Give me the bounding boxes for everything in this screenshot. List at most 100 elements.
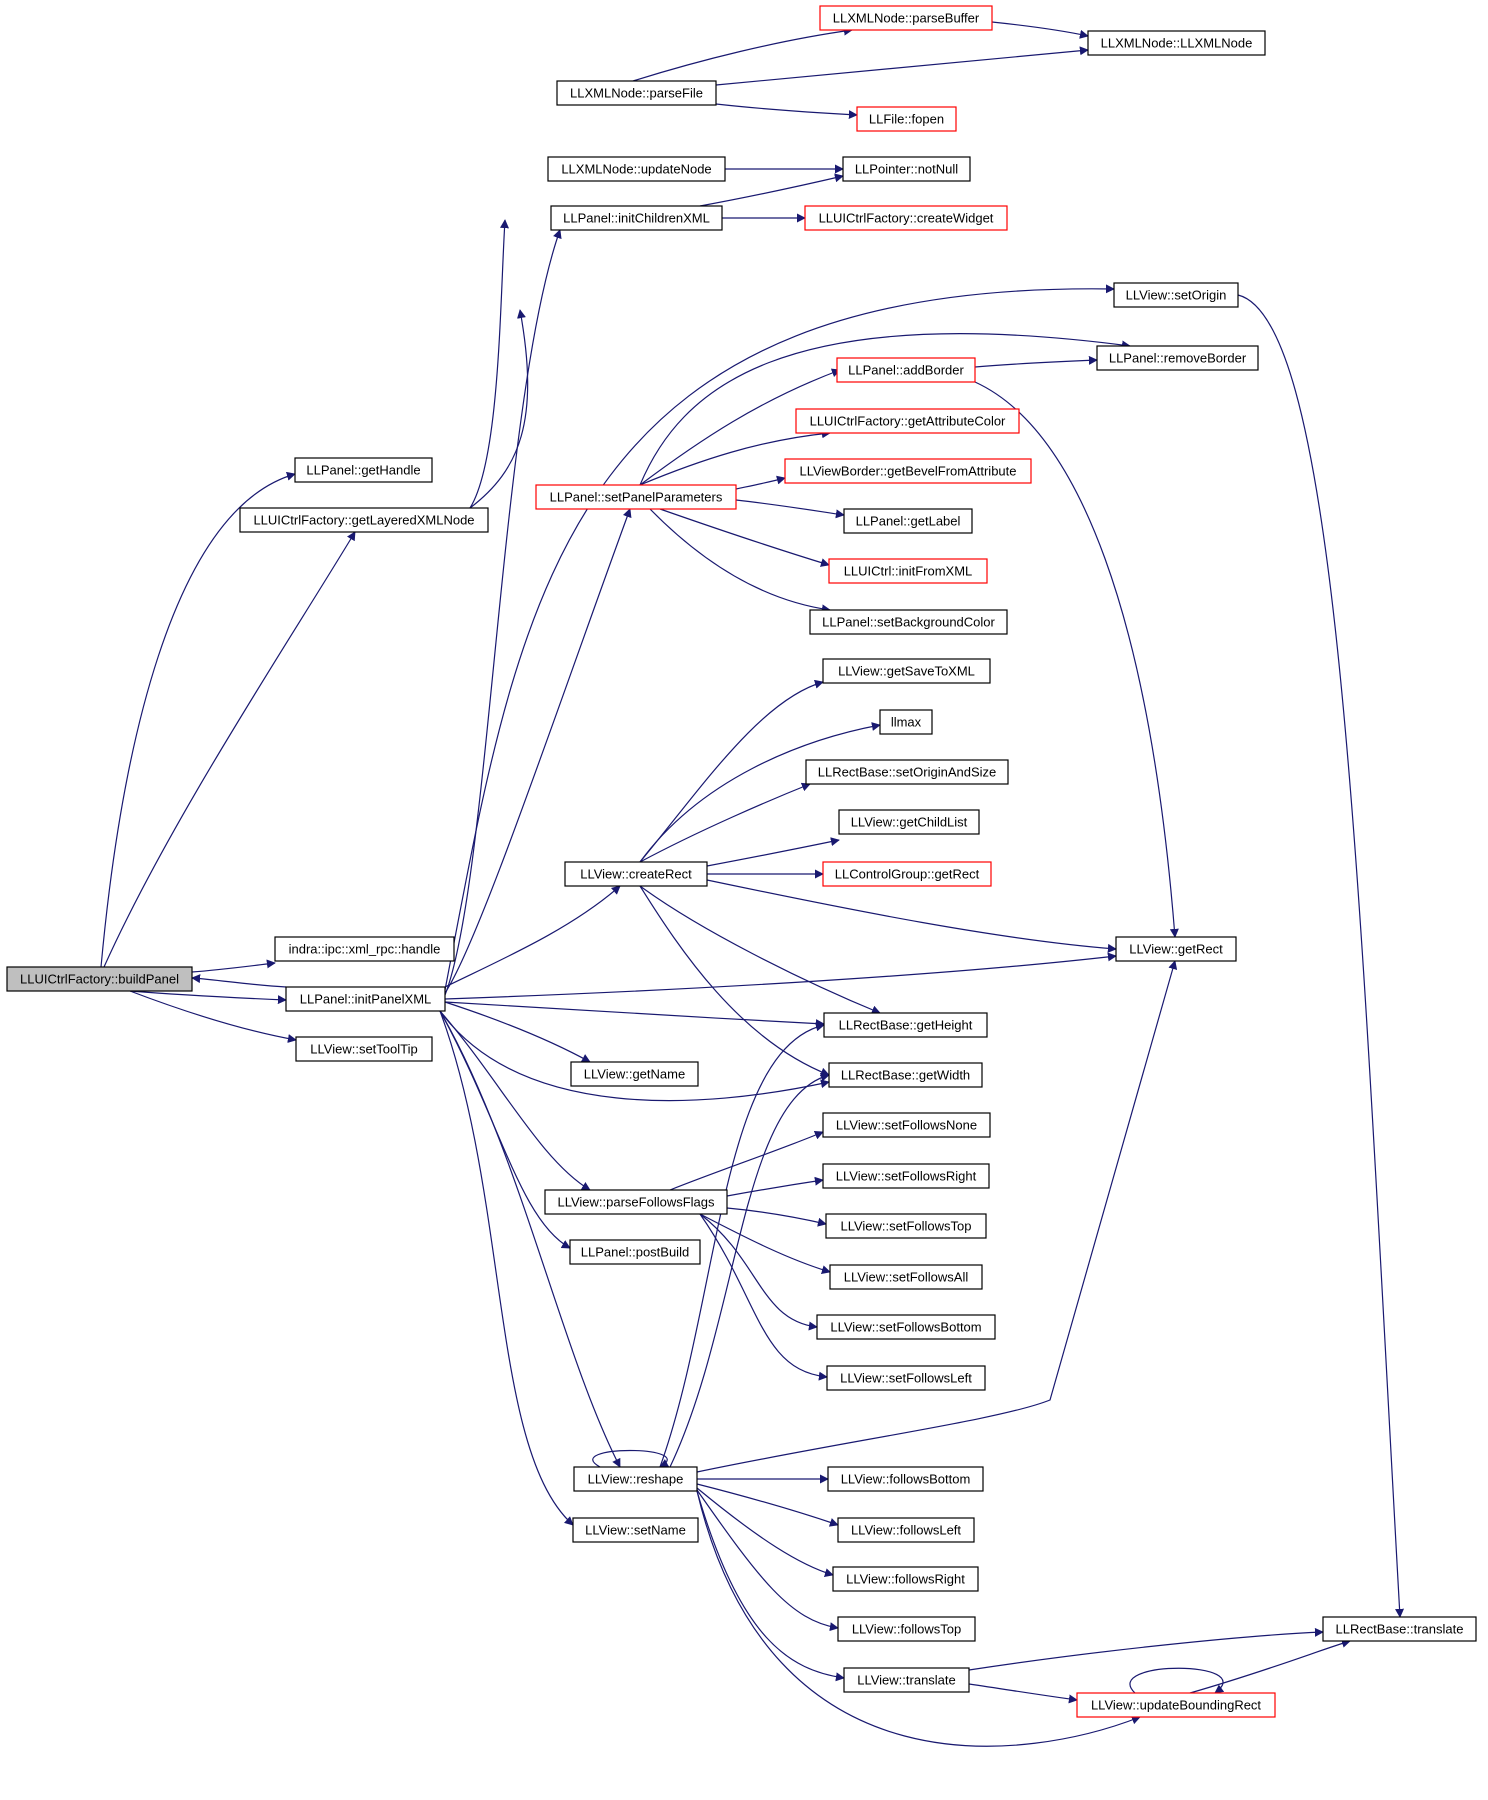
node-setFollowsNone[interactable]: LLView::setFollowsNone — [822, 1112, 991, 1138]
edge-initPanelXML-to-createRect — [444, 885, 621, 988]
node-xmlrpcHandle[interactable]: indra::ipc::xml_rpc::handle — [274, 936, 455, 962]
node-box — [1113, 282, 1239, 308]
node-xmlNodeCtor[interactable]: LLXMLNode::LLXMLNode — [1087, 30, 1266, 56]
node-label: LLView::setFollowsRight — [836, 1169, 977, 1184]
node-removeBorder[interactable]: LLPanel::removeBorder — [1096, 345, 1259, 371]
edge-parseFollowsFlags-to-setFollowsAll — [699, 1213, 831, 1274]
node-label: LLView::setFollowsNone — [836, 1118, 977, 1133]
node-setToolTip[interactable]: LLView::setToolTip — [295, 1036, 433, 1062]
node-box — [822, 658, 991, 684]
node-getName[interactable]: LLView::getName — [570, 1061, 699, 1087]
node-box — [239, 507, 489, 533]
node-ctrlGroupGetRect[interactable]: LLControlGroup::getRect — [822, 861, 992, 887]
node-postBuild[interactable]: LLPanel::postBuild — [569, 1239, 701, 1265]
node-box — [837, 1517, 975, 1543]
node-parseFile[interactable]: LLXMLNode::parseFile — [556, 80, 717, 106]
node-box — [836, 357, 976, 383]
edge-initPanelXML-to-setName — [439, 1010, 574, 1526]
node-box — [828, 1062, 983, 1088]
node-getAttributeColor[interactable]: LLUICtrlFactory::getAttributeColor — [795, 408, 1020, 434]
node-label: llmax — [891, 715, 922, 730]
node-label: LLView::getName — [584, 1067, 685, 1082]
node-label: LLPanel::initChildrenXML — [563, 211, 710, 226]
node-label: LLPanel::getHandle — [306, 463, 420, 478]
node-label: LLView::setFollowsTop — [840, 1219, 971, 1234]
node-getHandle[interactable]: LLPanel::getHandle — [294, 457, 433, 483]
node-label: LLView::getChildList — [851, 815, 968, 830]
node-setFollowsRight[interactable]: LLView::setFollowsRight — [822, 1163, 990, 1189]
node-label: LLUICtrl::initFromXML — [844, 564, 973, 579]
node-box — [295, 1036, 433, 1062]
edge-viewTranslate-to-rectTranslate — [968, 1627, 1324, 1671]
node-reshape[interactable]: LLView::reshape — [573, 1466, 698, 1492]
node-box — [826, 1365, 986, 1391]
node-llmax[interactable]: llmax — [879, 709, 933, 735]
node-buildPanel[interactable]: LLUICtrlFactory::buildPanel — [6, 966, 193, 992]
node-getWidth[interactable]: LLRectBase::getWidth — [828, 1062, 983, 1088]
node-followsTop[interactable]: LLView::followsTop — [837, 1616, 976, 1642]
node-label: LLPanel::initPanelXML — [300, 992, 432, 1007]
node-initFromXML[interactable]: LLUICtrl::initFromXML — [828, 558, 988, 584]
node-label: LLView::setToolTip — [310, 1042, 417, 1057]
node-box — [805, 759, 1009, 785]
edge-getLayeredXMLNode-to-updateNode — [469, 219, 509, 509]
node-label: LLFile::fopen — [869, 112, 944, 127]
node-getLayeredXMLNode[interactable]: LLUICtrlFactory::getLayeredXMLNode — [239, 507, 489, 533]
edge-parseFollowsFlags-to-setFollowsTop — [726, 1207, 827, 1227]
node-setFollowsBottom[interactable]: LLView::setFollowsBottom — [816, 1314, 996, 1340]
node-updateBoundingRect[interactable]: LLView::updateBoundingRect — [1076, 1692, 1276, 1718]
node-createWidget[interactable]: LLUICtrlFactory::createWidget — [804, 205, 1008, 231]
node-label: LLView::setFollowsBottom — [830, 1320, 981, 1335]
node-parseFollowsFlags[interactable]: LLView::parseFollowsFlags — [544, 1189, 728, 1215]
node-label: LLPanel::postBuild — [581, 1245, 689, 1260]
node-setBackgroundColor[interactable]: LLPanel::setBackgroundColor — [809, 609, 1008, 635]
node-createRect[interactable]: LLView::createRect — [564, 861, 708, 887]
node-label: LLRectBase::translate — [1336, 1622, 1464, 1637]
node-label: LLPanel::removeBorder — [1109, 351, 1247, 366]
node-rectTranslate[interactable]: LLRectBase::translate — [1322, 1616, 1477, 1642]
edge-initPanelXML-to-initChildrenXML — [444, 229, 562, 996]
node-setFollowsLeft[interactable]: LLView::setFollowsLeft — [826, 1365, 986, 1391]
node-box — [1087, 30, 1266, 56]
node-label: LLPanel::addBorder — [848, 363, 964, 378]
node-label: LLUICtrlFactory::getLayeredXMLNode — [253, 513, 474, 528]
node-setOrigin[interactable]: LLView::setOrigin — [1113, 282, 1239, 308]
node-box — [547, 156, 726, 182]
node-box — [827, 1466, 984, 1492]
node-addBorder[interactable]: LLPanel::addBorder — [836, 357, 976, 383]
node-notNull[interactable]: LLPointer::notNull — [842, 156, 971, 182]
node-setFollowsTop[interactable]: LLView::setFollowsTop — [825, 1213, 987, 1239]
node-viewGetRect[interactable]: LLView::getRect — [1115, 936, 1237, 962]
node-setPanelParameters[interactable]: LLPanel::setPanelParameters — [535, 484, 737, 510]
node-label: LLView::followsLeft — [851, 1523, 961, 1538]
node-getHeight[interactable]: LLRectBase::getHeight — [823, 1012, 988, 1038]
node-parseBuffer[interactable]: LLXMLNode::parseBuffer — [819, 5, 993, 31]
node-initChildrenXML[interactable]: LLPanel::initChildrenXML — [550, 205, 723, 231]
node-getChildList[interactable]: LLView::getChildList — [838, 809, 980, 835]
node-updateNode[interactable]: LLXMLNode::updateNode — [547, 156, 726, 182]
edge-buildPanel-to-getHandle — [100, 471, 296, 968]
edge-setPanelParameters-to-initFromXML — [659, 508, 830, 567]
node-setName[interactable]: LLView::setName — [572, 1517, 699, 1543]
edge-createRect-to-getWidth — [639, 885, 830, 1077]
node-initPanelXML[interactable]: LLPanel::initPanelXML — [285, 986, 446, 1012]
node-getLabel[interactable]: LLPanel::getLabel — [843, 508, 973, 534]
node-setOriginAndSize[interactable]: LLRectBase::setOriginAndSize — [805, 759, 1009, 785]
node-getSaveToXML[interactable]: LLView::getSaveToXML — [822, 658, 991, 684]
node-getBevelFromAttribute[interactable]: LLViewBorder::getBevelFromAttribute — [784, 458, 1032, 484]
node-box — [570, 1061, 699, 1087]
node-followsBottom[interactable]: LLView::followsBottom — [827, 1466, 984, 1492]
node-followsRight[interactable]: LLView::followsRight — [832, 1566, 979, 1592]
node-box — [825, 1213, 987, 1239]
node-viewTranslate[interactable]: LLView::translate — [843, 1667, 970, 1693]
node-label: LLPointer::notNull — [855, 162, 958, 177]
edge-updateBoundingRect-to-updateBoundingRect — [1129, 1667, 1225, 1694]
node-fopen[interactable]: LLFile::fopen — [856, 106, 957, 132]
edge-initPanelXML-to-viewGetRect — [444, 952, 1117, 1000]
node-box — [6, 966, 193, 992]
node-setFollowsAll[interactable]: LLView::setFollowsAll — [829, 1264, 983, 1290]
node-box — [837, 1616, 976, 1642]
node-followsLeft[interactable]: LLView::followsLeft — [837, 1517, 975, 1543]
edge-updateBoundingRect-to-rectTranslate — [1189, 1639, 1351, 1694]
edge-createRect-to-setOriginAndSize — [639, 782, 811, 863]
